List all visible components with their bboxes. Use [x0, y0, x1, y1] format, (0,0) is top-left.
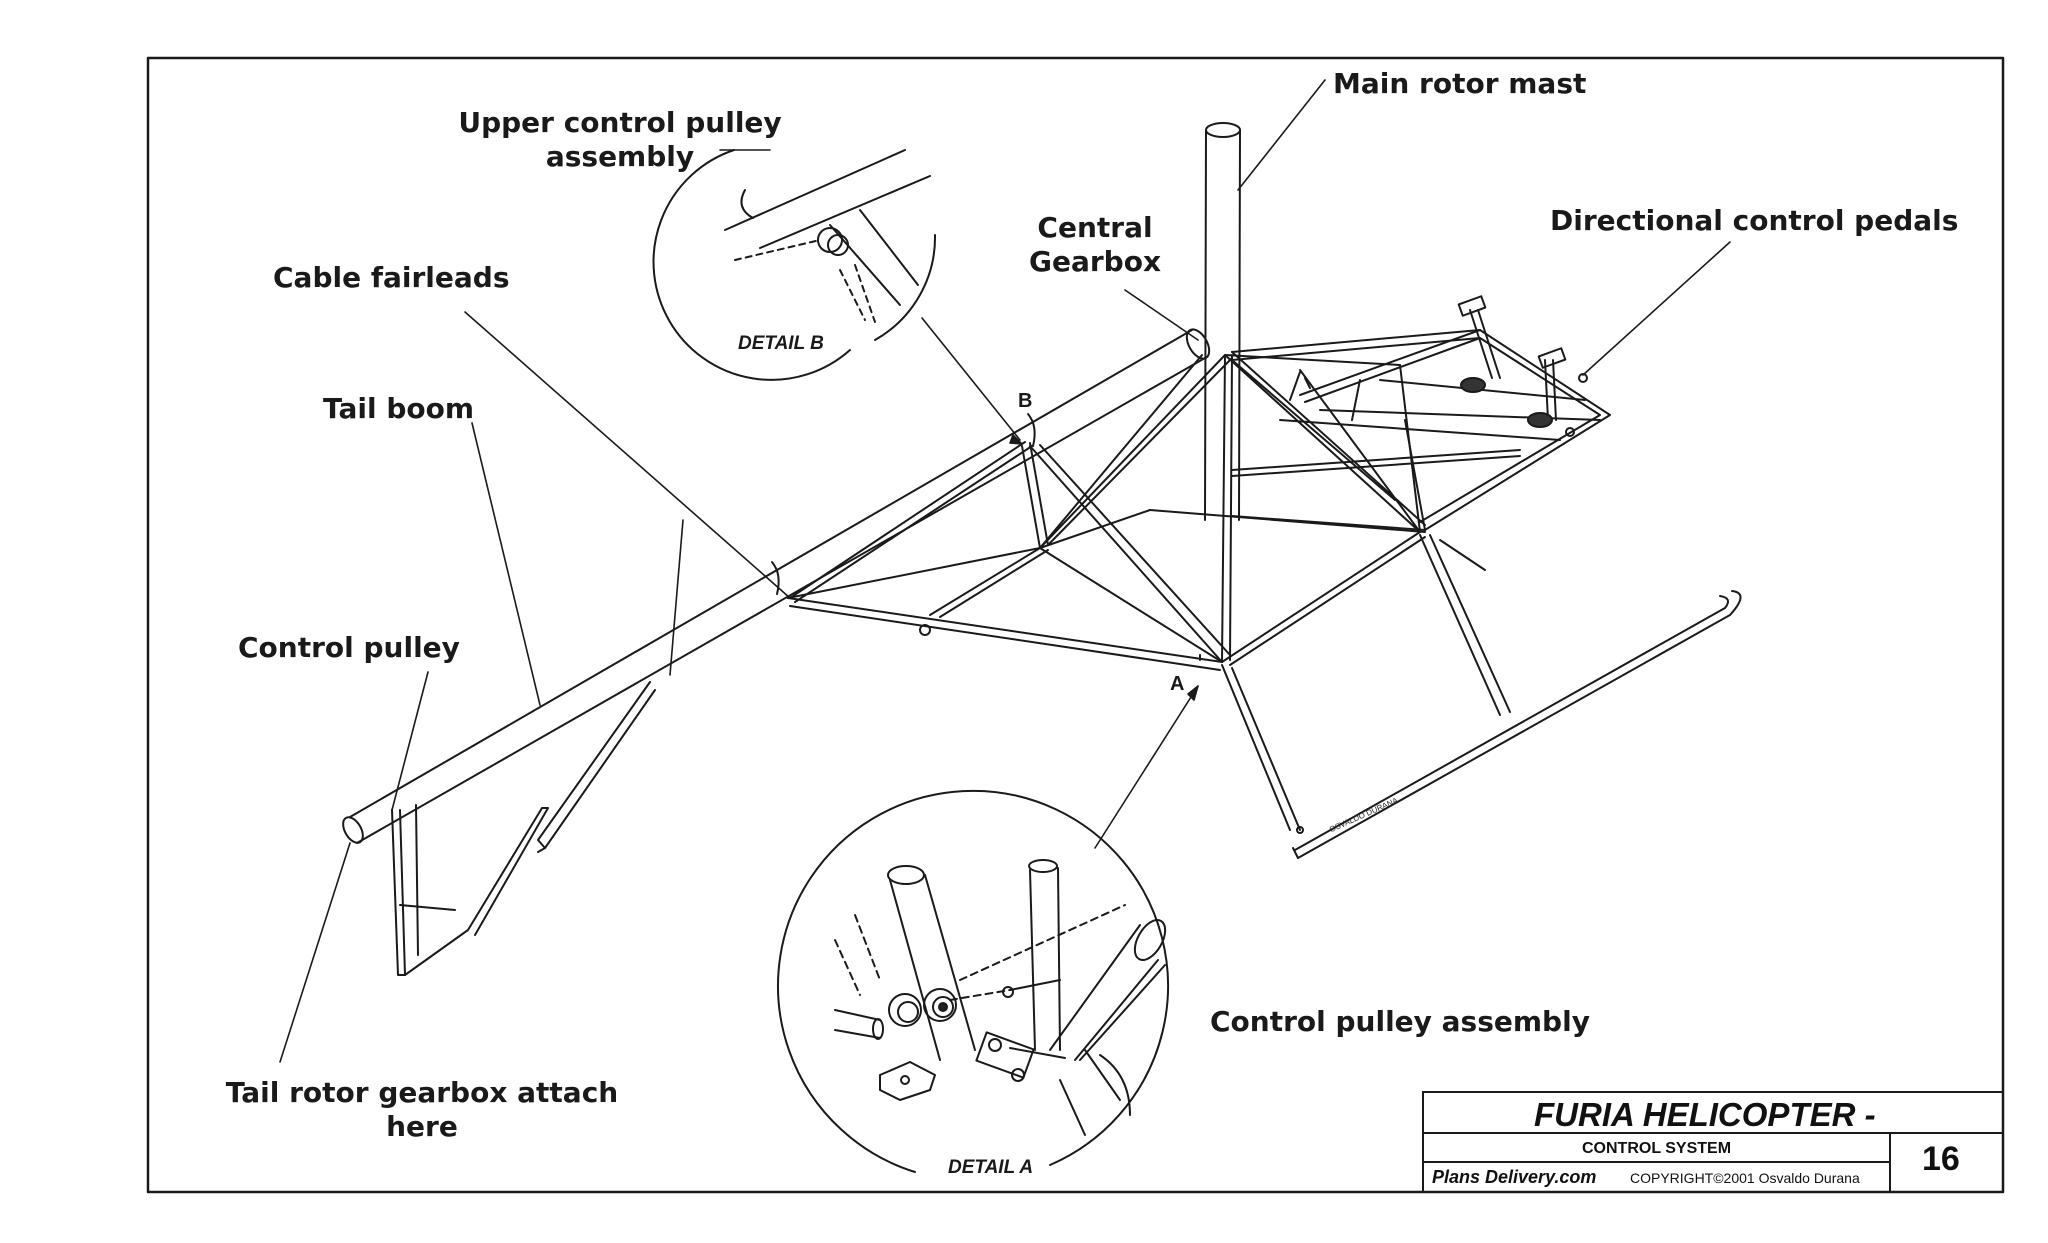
detail-b-bubble — [652, 149, 937, 381]
caption-detail-a: DETAIL A — [948, 1157, 1034, 1178]
label-central-gearbox-line2: Gearbox — [1028, 245, 1161, 278]
detail-a-bubble — [777, 789, 1169, 1173]
landing-gear — [919, 534, 1742, 859]
title-block-title: FURIA HELICOPTER - — [1534, 1096, 1876, 1133]
label-upper-control-pulley: Upper control pulley assembly — [430, 106, 810, 174]
label-tail-boom: Tail boom — [323, 392, 475, 425]
label-tail-rotor-gearbox: Tail rotor gearbox attach here — [222, 1076, 622, 1144]
label-main-rotor-mast: Main rotor mast — [1333, 67, 1587, 100]
title-block-frame — [1422, 1091, 2004, 1193]
label-tail-rotor-gearbox-line1: Tail rotor gearbox attach — [225, 1076, 619, 1109]
label-central-gearbox: Central Gearbox — [1010, 211, 1180, 279]
caption-detail-b: DETAIL B — [738, 333, 824, 354]
tail-skid-frame — [391, 681, 656, 976]
main-fuselage-frame — [787, 329, 1611, 671]
label-tail-rotor-gearbox-line2: here — [386, 1110, 458, 1143]
point-a-marker: A — [1170, 673, 1185, 695]
title-block-site: Plans Delivery.com — [1432, 1167, 1597, 1187]
label-upper-control-pulley-line1: Upper control pulley — [458, 106, 782, 139]
label-control-pulley-assembly: Control pulley assembly — [1210, 1005, 1590, 1038]
directional-pedals — [1457, 295, 1588, 437]
label-upper-control-pulley-line2: assembly — [545, 140, 695, 173]
tail-boom — [342, 328, 1211, 844]
sheet-border — [146, 56, 2005, 1194]
label-directional-control-pedals: Directional control pedals — [1550, 204, 1959, 237]
point-b-marker: B — [1018, 390, 1033, 412]
title-block-subtitle: CONTROL SYSTEM — [1582, 1140, 1732, 1157]
label-central-gearbox-line1: Central — [1037, 211, 1153, 244]
label-cable-fairleads: Cable fairleads — [273, 261, 510, 294]
title-block-copyright: COPYRIGHT©2001 Osvaldo Durana — [1630, 1170, 1860, 1186]
label-control-pulley: Control pulley — [238, 631, 460, 664]
title-block-page-number: 16 — [1922, 1140, 1960, 1178]
leader-lines — [279, 79, 1731, 1063]
main-rotor-mast — [1204, 122, 1241, 521]
